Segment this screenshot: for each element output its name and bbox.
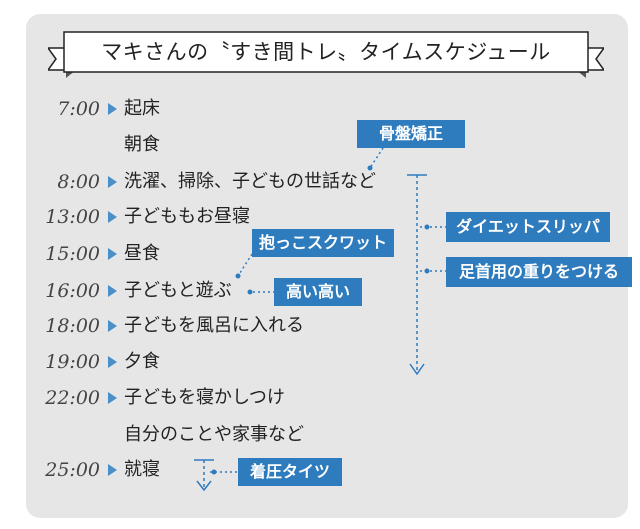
row-time: 15:00	[45, 243, 100, 265]
down-arrow-icon	[409, 363, 425, 376]
row-activity: 子どもを寝かしつけ	[124, 387, 285, 408]
row-activity: 起床	[124, 98, 160, 119]
label-chakuatsu-tights: 着圧タイツ	[238, 458, 342, 486]
page-title: マキさんの〝すき間トレ〟タイムスケジュール	[101, 40, 551, 64]
triangle-marker-icon	[108, 176, 117, 188]
label-ankle-weights: 足首用の重りをつける	[446, 257, 632, 287]
triangle-marker-icon	[108, 356, 117, 368]
row-time: 7:00	[57, 98, 100, 120]
triangle-marker-icon	[108, 285, 117, 297]
row-time: 19:00	[45, 351, 100, 373]
row-activity: 夕食	[124, 351, 160, 372]
row-time: 8:00	[57, 171, 100, 193]
row-activity: 昼食	[124, 243, 160, 264]
row-time: 18:00	[45, 315, 100, 337]
row-activity: 子どもと遊ぶ	[124, 280, 232, 301]
label-takai-takai: 高い高い	[274, 278, 362, 306]
row-time: 25:00	[45, 459, 100, 481]
row-time: 13:00	[45, 206, 100, 228]
row-activity: 洗濯、掃除、子どもの世話など	[124, 171, 376, 192]
down-arrow-icon	[196, 480, 212, 492]
triangle-marker-icon	[108, 103, 117, 115]
row-activity: 朝食	[124, 134, 160, 155]
row-activity: 子どもを風呂に入れる	[124, 315, 304, 336]
triangle-marker-icon	[108, 320, 117, 332]
row-activity: 就寝	[124, 459, 160, 480]
row-activity: 自分のことや家事など	[124, 424, 304, 445]
triangle-marker-icon	[108, 248, 117, 260]
row-activity: 子どももお昼寝	[124, 206, 250, 227]
banner-ribbon-shape	[48, 31, 604, 78]
row-time: 16:00	[45, 280, 100, 302]
triangle-marker-icon	[108, 464, 117, 476]
triangle-marker-icon	[108, 211, 117, 223]
label-diet-slipper: ダイエットスリッパ	[446, 212, 610, 242]
label-dakko-squat: 抱っこスクワット	[252, 229, 394, 257]
triangle-marker-icon	[108, 392, 117, 404]
title-banner: マキさんの〝すき間トレ〟タイムスケジュール	[48, 28, 604, 88]
label-kotsuban: 骨盤矯正	[357, 120, 465, 148]
row-time: 22:00	[45, 387, 100, 409]
